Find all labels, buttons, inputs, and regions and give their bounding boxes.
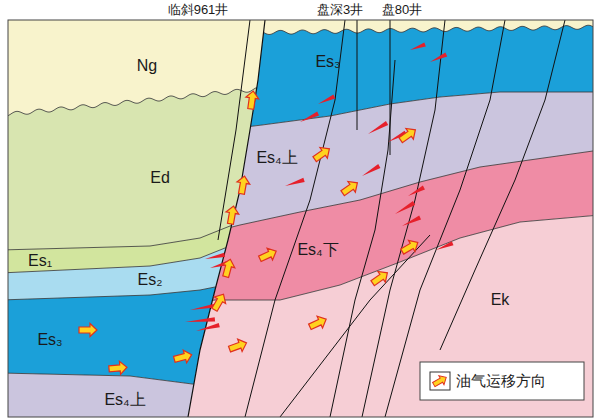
migration-arrow [339, 178, 361, 199]
migration-arrow [224, 205, 240, 225]
fault-line [330, 60, 395, 417]
oil-wedge [367, 121, 388, 136]
fault-line [280, 235, 430, 417]
legend-box [420, 362, 584, 400]
layer-label: Es₂ [138, 271, 163, 289]
well-track [218, 20, 250, 240]
oil-wedge [361, 164, 381, 178]
legend-arrow-icon [431, 373, 449, 389]
fault-line [440, 20, 565, 350]
layer-boundary [180, 25, 593, 36]
well-track [357, 20, 358, 130]
migration-arrow [79, 324, 97, 337]
migration-arrow [397, 125, 419, 146]
layer-label: Ng [137, 57, 157, 75]
migration-arrow [399, 237, 421, 257]
layer-label: Es₃ [315, 53, 340, 71]
migration-arrow [108, 361, 127, 376]
layer-boundary [180, 150, 593, 240]
legend-icon-box [430, 372, 450, 390]
well-name: 盘深3井 [317, 3, 363, 17]
oil-wedge [394, 201, 415, 216]
oil-wedge [205, 253, 225, 261]
migration-arrow [227, 337, 248, 355]
migration-arrow [257, 245, 279, 264]
oil-wedge [317, 94, 335, 106]
layer-label: Es₄下 [297, 241, 338, 259]
migration-arrow [369, 268, 391, 289]
legend-text: 油气运移方向 [456, 373, 546, 390]
well-track [390, 20, 391, 155]
strata-layer [180, 215, 593, 417]
migration-arrow [173, 348, 194, 365]
frame [8, 20, 593, 417]
fault-line [362, 20, 445, 417]
oil-wedge [185, 317, 215, 324]
migration-arrow [307, 313, 329, 332]
well-name: 盘80井 [382, 3, 422, 17]
oil-wedge [284, 178, 304, 188]
main-fault [188, 20, 265, 417]
well-name: 临斜961井 [168, 3, 229, 17]
layer-label: Ek [491, 291, 510, 309]
fault-line [385, 20, 505, 417]
migration-arrow [209, 291, 229, 313]
oil-wedge [299, 112, 319, 124]
oil-wedge [401, 216, 421, 228]
layer-label: Ed [150, 169, 170, 187]
oil-wedge [429, 52, 447, 64]
layer-boundary [180, 92, 593, 135]
layer-label: Es₃ [37, 331, 62, 349]
layer-label: Es₁ [28, 252, 52, 270]
migration-arrow [311, 144, 333, 165]
oil-wedge [195, 323, 219, 333]
migration-arrow [219, 258, 236, 279]
migration-arrow [244, 90, 259, 110]
migration-arrow [235, 175, 251, 195]
oil-wedge [407, 186, 425, 198]
layer-label: Es₄上 [104, 391, 145, 409]
layer-label: Es₄上 [256, 149, 297, 167]
layer-boundary [180, 215, 593, 305]
oil-wedge [435, 241, 453, 252]
oil-wedge [409, 42, 426, 52]
fault-line [245, 20, 345, 417]
